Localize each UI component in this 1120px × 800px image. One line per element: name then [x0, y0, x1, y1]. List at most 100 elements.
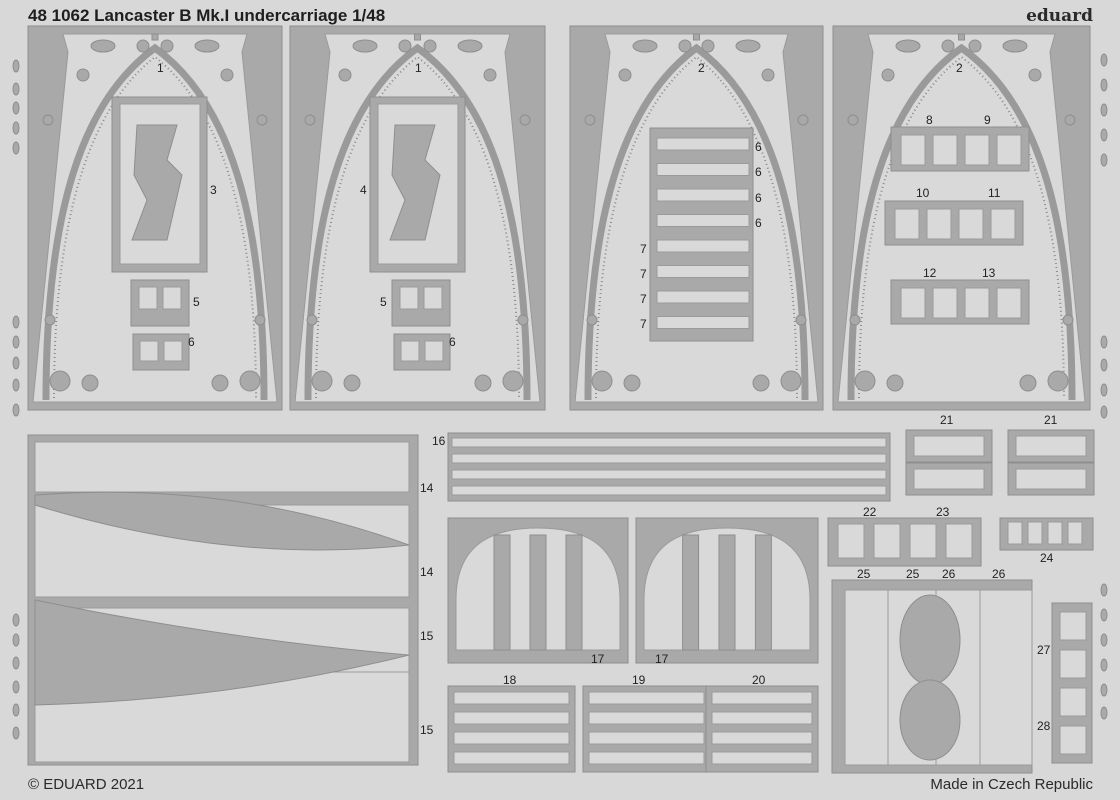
dome-slot	[718, 534, 736, 651]
sprue-drop	[12, 633, 20, 647]
sprue-drop	[1100, 633, 1108, 647]
strip-part	[711, 751, 813, 765]
lightening-hole	[797, 114, 809, 126]
lightening-hole	[752, 374, 770, 392]
arm-part	[909, 523, 937, 559]
lightening-hole	[519, 114, 531, 126]
eduard-logo: eduard	[1026, 6, 1093, 26]
part-number: 19	[632, 673, 646, 687]
part-number: 5	[380, 295, 387, 309]
door-arch-rib	[304, 43, 531, 401]
part-number: 10	[916, 186, 930, 200]
strip-part	[711, 731, 813, 745]
lightening-hole	[220, 68, 234, 82]
plate-part	[1059, 687, 1087, 717]
strip-part	[453, 711, 570, 725]
sprue-drop	[1100, 583, 1108, 597]
lightening-hole	[701, 39, 715, 53]
lightening-hole	[306, 314, 318, 326]
bracket-part	[138, 286, 158, 310]
hinge-part	[990, 208, 1016, 240]
part-number: 2	[698, 61, 705, 75]
arm-part	[945, 523, 973, 559]
strip-part	[656, 163, 750, 176]
lightening-hole	[211, 374, 229, 392]
made-in-text: Made in Czech Republic	[930, 776, 1093, 793]
lightening-hole	[423, 39, 437, 53]
strip-part	[588, 731, 705, 745]
sprue-drop	[12, 403, 20, 417]
hinge-part	[932, 134, 958, 166]
part-number: 6	[188, 335, 195, 349]
strip-part	[656, 265, 750, 278]
strip-part	[451, 437, 887, 448]
lightening-hole	[849, 314, 861, 326]
lightening-hole	[886, 374, 904, 392]
sprue-drop	[1100, 706, 1108, 720]
copyright-text: © EDUARD 2021	[28, 776, 144, 793]
part-number: 13	[982, 266, 996, 280]
part-number: 26	[992, 567, 1006, 581]
part-number: 25	[906, 567, 920, 581]
clip-part	[1047, 521, 1063, 545]
lightening-hole	[1047, 370, 1069, 392]
sprue-drop	[1100, 153, 1108, 167]
strip-part	[451, 453, 887, 464]
part-number: 15	[420, 723, 434, 737]
strip-part	[588, 691, 705, 705]
part-number: 16	[432, 434, 446, 448]
door-arch-rib	[584, 43, 809, 401]
strip-part	[656, 188, 750, 202]
lightening-hole	[343, 374, 361, 392]
part-number: 12	[923, 266, 937, 280]
panel-gap	[34, 491, 410, 551]
lightening-hole	[239, 370, 261, 392]
lightening-hole	[618, 68, 632, 82]
door-split	[693, 33, 700, 41]
strip-part	[656, 290, 750, 304]
part-number: 23	[936, 505, 950, 519]
lightening-hole	[584, 114, 596, 126]
sprue-drop	[12, 356, 20, 370]
hinge-part	[900, 134, 926, 166]
strip-part	[656, 316, 750, 329]
part-number: 5	[193, 295, 200, 309]
strip-part	[451, 485, 887, 496]
part-number: 20	[752, 673, 766, 687]
part-number: 7	[640, 267, 647, 281]
lightening-hole	[1019, 374, 1037, 392]
door-split	[151, 33, 159, 41]
lightening-hole	[941, 39, 955, 53]
plate-cutout	[389, 124, 441, 241]
hinge-part	[926, 208, 952, 240]
sprue-drop	[12, 141, 20, 155]
sprue-drop	[1100, 128, 1108, 142]
part-number: 6	[755, 191, 762, 205]
lightening-hole	[311, 370, 333, 392]
sprue-drop	[12, 101, 20, 115]
sprue-drop	[12, 703, 20, 717]
bracket-part	[424, 340, 444, 362]
link-part	[913, 435, 985, 457]
strip-part	[453, 691, 570, 705]
lightening-hole	[895, 39, 921, 53]
part-number: 4	[360, 183, 367, 197]
sprue-drop	[1100, 53, 1108, 67]
sprue-drop	[12, 726, 20, 740]
lightening-hole	[780, 370, 802, 392]
sprue-drop	[1100, 383, 1108, 397]
hinge-part	[958, 208, 984, 240]
door-rivet-line	[858, 55, 1065, 399]
part-number: 7	[640, 317, 647, 331]
sprue-drop	[1100, 683, 1108, 697]
part-number: 26	[942, 567, 956, 581]
clip-part	[1027, 521, 1043, 545]
hinge-part	[996, 287, 1022, 319]
lightening-hole	[735, 39, 761, 53]
lightening-hole	[1062, 314, 1074, 326]
sprue-drop	[12, 613, 20, 627]
hinge-part	[932, 287, 958, 319]
lightening-hole	[160, 39, 174, 53]
